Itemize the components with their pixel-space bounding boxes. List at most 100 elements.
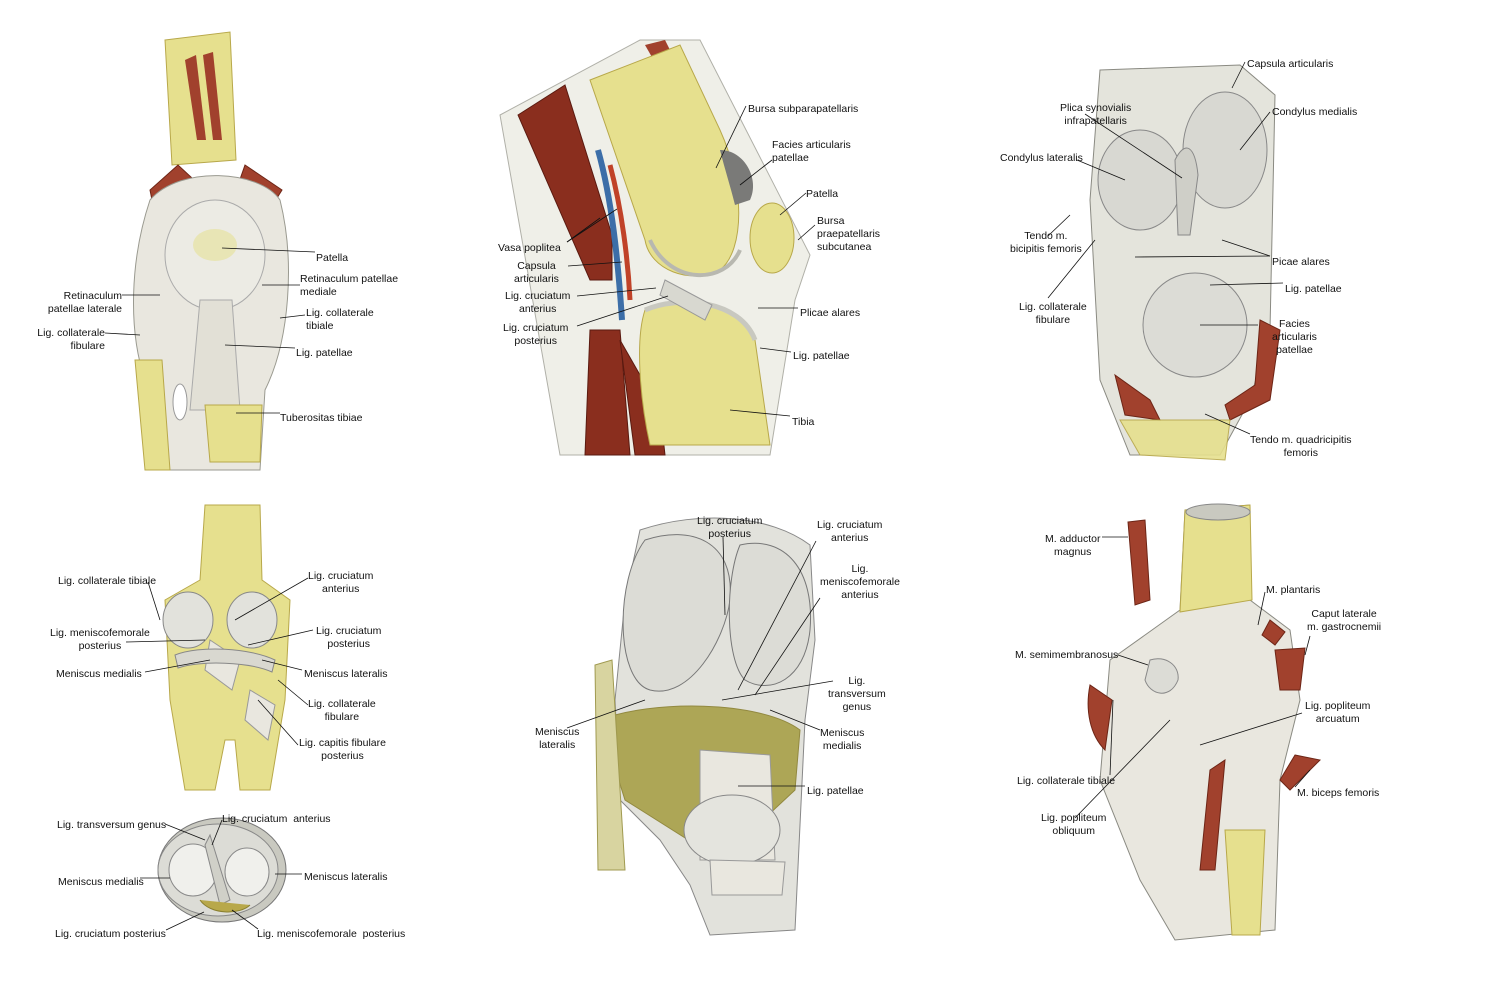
label-lig-cruciatum-posterius: Lig. cruciatum posterius (697, 515, 763, 540)
label-m-biceps-femoris: M. biceps femoris (1297, 787, 1380, 799)
label-lig-meniscofemorale-posterius: Lig. meniscofemorale posterius (50, 627, 150, 652)
label-lig-collaterale-tibiale: Lig. collaterale tibiale (58, 575, 157, 587)
label-tibia: Tibia (792, 416, 815, 428)
sagittal-section-illustration (499, 39, 811, 456)
label-lig-collaterale-tibiale: Lig. collaterale tibiale (1017, 775, 1116, 787)
label-lig-cruciatum-posterius: Lig. cruciatum posterius (55, 928, 166, 940)
label-lig-cruciatum-anterius: Lig. cruciatum anterius (505, 290, 571, 315)
leader-line (1239, 111, 1271, 151)
label-meniscus-lateralis: Meniscus lateralis (304, 668, 388, 680)
label-lig-patellae: Lig. patellae (807, 785, 864, 797)
leader-line (566, 208, 618, 243)
label-tendo-m-bicipitis-femoris: Tendo m. bicipitis femoris (1010, 230, 1082, 255)
leader-line (165, 911, 205, 931)
leader-line (722, 536, 726, 616)
label-bursa-subparapatellaris: Bursa subparapatellaris (748, 103, 859, 115)
label-lig-collaterale-fibulare: Lig. collaterale fibulare (308, 698, 376, 723)
leader-line (147, 581, 161, 621)
label-lig-cruciatum-anterius: Lig. cruciatum anterius (308, 570, 374, 595)
label-plica-synovialis-infrapatellaris: Plica synovialis infrapatellaris (1060, 102, 1132, 127)
leader-line (1304, 635, 1311, 656)
leader-line (277, 679, 309, 706)
label-facies-articularis-patellae: Facies articularis patellae (772, 139, 851, 164)
leader-line (211, 819, 223, 846)
leader-line (1199, 712, 1303, 746)
label-tendo-m-quadricipitis-femoris: Tendo m. quadricipitis femoris (1250, 434, 1352, 459)
leader-line (164, 823, 206, 841)
label-lig-meniscofemorale-anterius: Lig. meniscofemorale anterius (820, 563, 900, 601)
leader-line (779, 192, 807, 216)
leader-line (739, 159, 773, 186)
label-capsula-articularis: Capsula articularis (1247, 58, 1334, 70)
label-lig-collaterale-fibulare: Lig. collaterale fibulare (37, 327, 105, 352)
label-patella: Patella (806, 188, 839, 200)
leader-line (1047, 239, 1096, 299)
leader-line (257, 699, 299, 746)
leader-line (247, 629, 314, 646)
label-meniscus-medialis: Meniscus medialis (58, 876, 144, 888)
leader-line (754, 597, 821, 696)
leader-line (769, 709, 821, 731)
label-plicae-alares: Plicae alares (800, 307, 861, 319)
label-m-semimembranosus: M. semimembranosus (1015, 649, 1119, 661)
leader-line (279, 314, 306, 319)
label-vasa-poplitea: Vasa poplitea (498, 242, 561, 254)
leader-line (1109, 699, 1114, 776)
label-facies-articularis-patellae: Facies articularis patellae (1272, 318, 1317, 356)
label-lig-capitis-fibulare-posterius: Lig. capitis fibulare posterius (299, 737, 386, 762)
leader-line (567, 261, 623, 267)
label-meniscus-lateralis: Meniscus lateralis (535, 726, 580, 751)
leader-line (1134, 255, 1271, 258)
leader-line (721, 680, 834, 701)
label-condylus-lateralis: Condylus lateralis (1000, 152, 1083, 164)
leader-line (1221, 239, 1271, 257)
leader-line (144, 659, 211, 673)
leader-line (1204, 413, 1251, 435)
label-m-adductor-magnus: M. adductor magnus (1045, 533, 1101, 558)
leader-line (1047, 214, 1071, 237)
leader-line (737, 540, 817, 691)
posterior-view-illustration (1087, 503, 1322, 941)
leader-line (1076, 159, 1126, 181)
label-lig-cruciatum-anterius: Lig. cruciatum anterius (222, 813, 331, 825)
label-lig-cruciatum-posterius: Lig. cruciatum posterius (316, 625, 382, 650)
label-caput-laterale-m-gastrocnemii: Caput laterale m. gastrocnemii (1307, 608, 1382, 633)
leader-line (566, 699, 646, 729)
label-meniscus-lateralis: Meniscus lateralis (304, 871, 388, 883)
label-lig-patellae: Lig. patellae (296, 347, 353, 359)
label-lig-cruciatum-anterius: Lig. cruciatum anterius (817, 519, 883, 544)
leader-line (1294, 769, 1311, 788)
opened-capsule-illustration (1089, 64, 1281, 461)
label-lig-collaterale-tibiale: Lig. collaterale tibiale (306, 307, 374, 332)
label-bursa-praepatellaris-subcutanea: Bursa praepatellaris subcutanea (817, 215, 881, 253)
label-lig-popliteum-arcuatum: Lig. popliteum arcuatum (1305, 700, 1371, 725)
leader-line (759, 347, 792, 353)
anterior-flexed-illustration (594, 517, 816, 936)
leader-line (231, 909, 259, 930)
label-lig-patellae: Lig. patellae (793, 350, 850, 362)
leader-line (104, 332, 141, 336)
label-tuberositas-tibiae: Tuberositas tibiae (280, 412, 363, 424)
leader-line (1209, 282, 1284, 286)
label-meniscus-medialis: Meniscus medialis (820, 727, 865, 752)
leader-line (221, 247, 316, 253)
label-picae-alares: Picae alares (1272, 256, 1330, 268)
leader-line (1231, 61, 1246, 89)
label-m-plantaris: M. plantaris (1266, 584, 1321, 596)
leader-line (234, 577, 309, 621)
leader-line (1084, 113, 1183, 179)
leader-line (715, 105, 747, 169)
leader-line (261, 659, 303, 671)
leader-line (224, 344, 296, 349)
leader-line (576, 287, 657, 297)
leader-line (576, 295, 669, 327)
leader-line (1257, 591, 1266, 626)
label-lig-transversum-genus: Lig. transversum genus (828, 675, 886, 713)
label-lig-collaterale-fibulare: Lig. collaterale fibulare (1019, 301, 1087, 326)
label-retinaculum-patellae-mediale: Retinaculum patellae mediale (300, 273, 399, 298)
label-lig-cruciatum-posterius: Lig. cruciatum posterius (503, 322, 569, 347)
label-lig-transversum-genus: Lig. transversum genus (57, 819, 167, 831)
